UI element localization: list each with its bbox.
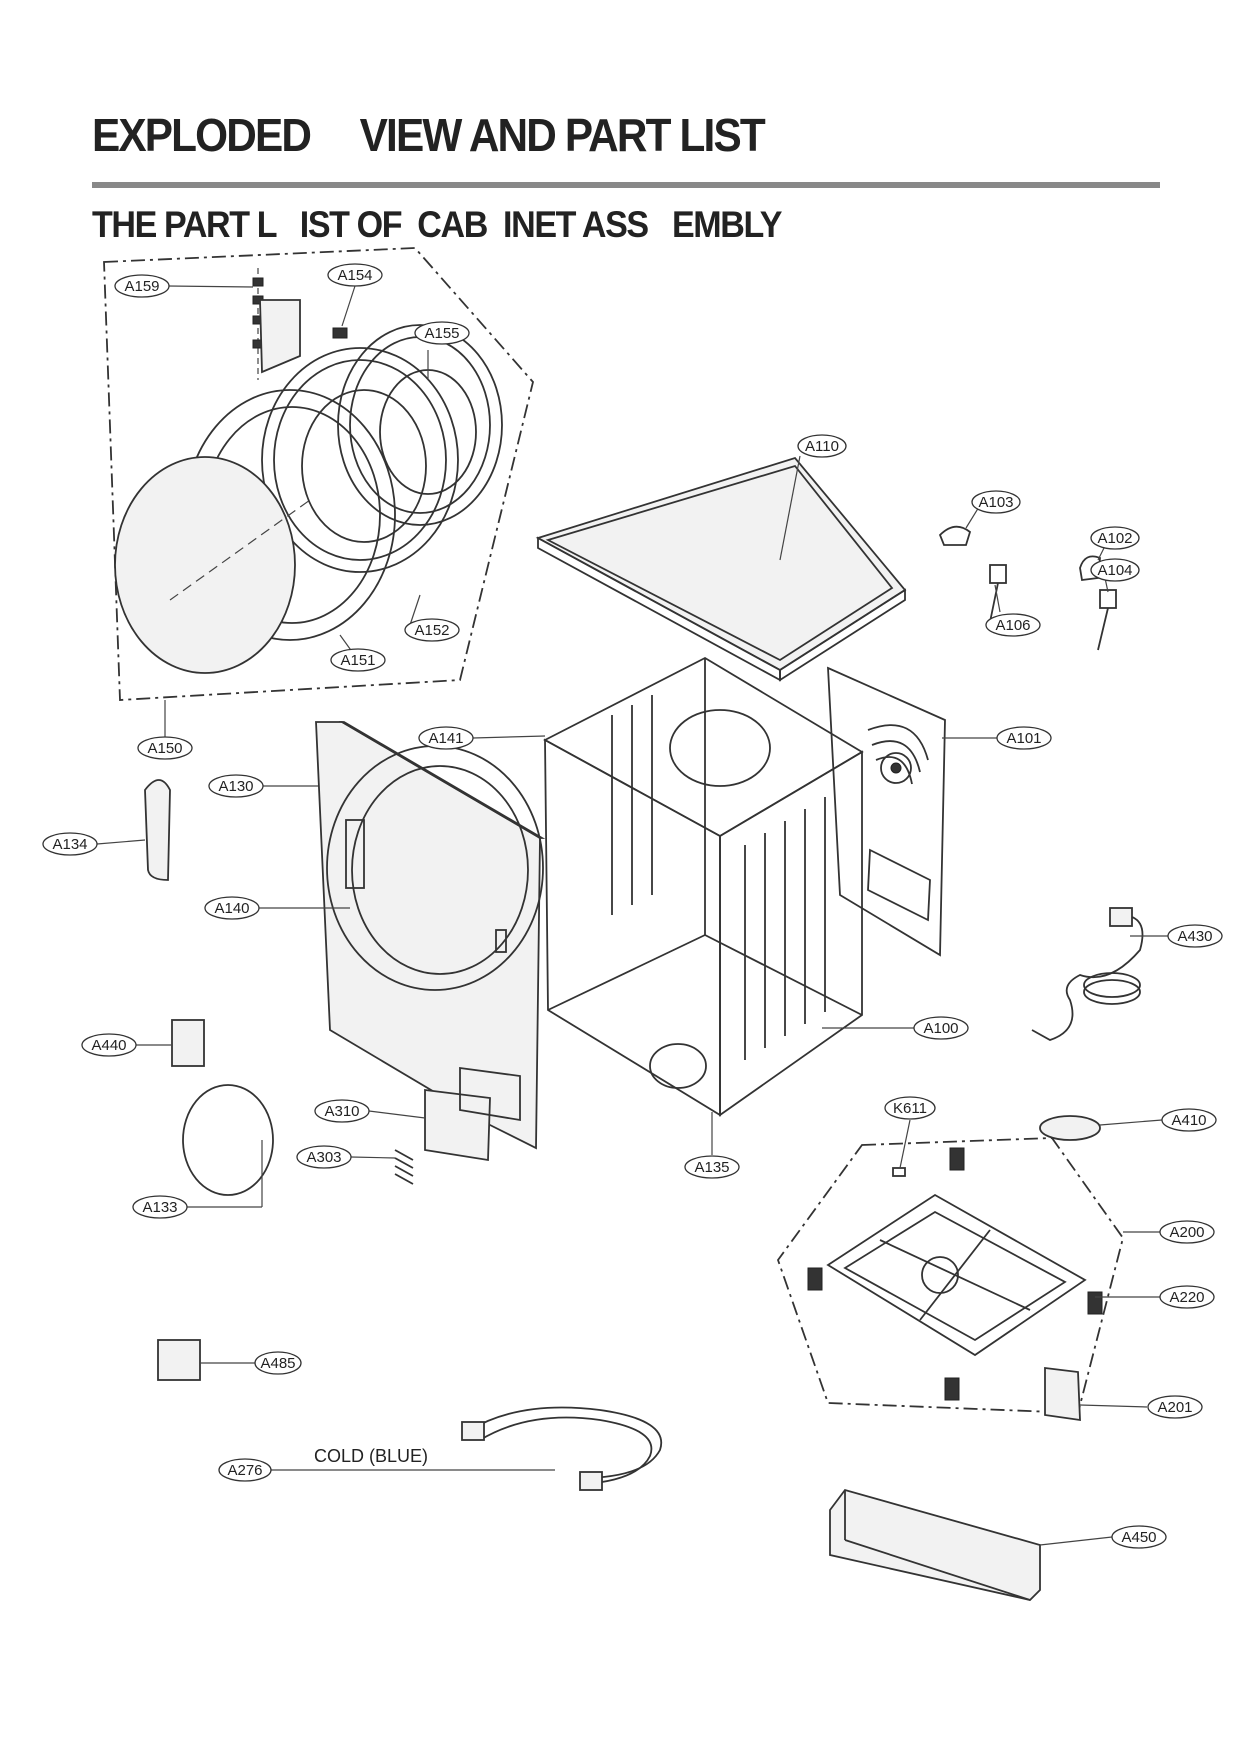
leader-lines <box>96 285 1168 1546</box>
callout-a150: A150 <box>147 740 182 757</box>
callout-a430: A430 <box>1177 928 1212 945</box>
callout-a152: A152 <box>414 622 449 639</box>
part-callout: A102 <box>1090 526 1140 550</box>
callout-a155: A155 <box>424 325 459 342</box>
front-panel <box>315 721 546 1162</box>
inlet-hose <box>461 1406 663 1491</box>
part-callout: A159 <box>114 274 170 298</box>
callout-a141: A141 <box>428 730 463 747</box>
callout-a101: A101 <box>1006 730 1041 747</box>
base-frame <box>807 1147 1103 1422</box>
callout-a134: A134 <box>52 836 87 853</box>
spring-part <box>394 1149 414 1185</box>
noise-filter <box>157 1339 201 1381</box>
callout-a130: A130 <box>218 778 253 795</box>
callout-k611: K611 <box>893 1100 927 1117</box>
callout-a103: A103 <box>978 494 1013 511</box>
part-callout: A104 <box>1090 558 1140 582</box>
callout-a200: A200 <box>1169 1224 1204 1241</box>
part-callout: K611 <box>884 1096 936 1120</box>
callout-a110: A110 <box>805 438 839 455</box>
part-callout: A103 <box>971 490 1021 514</box>
part-callout: A200 <box>1159 1220 1215 1244</box>
gasket-wire <box>182 1084 274 1196</box>
title-divider <box>92 182 1160 188</box>
callout-a102: A102 <box>1097 530 1132 547</box>
callout-a154: A154 <box>337 267 372 284</box>
part-callout: A130 <box>208 774 264 798</box>
door-lock <box>171 1019 205 1067</box>
callout-a276: A276 <box>227 1462 262 1479</box>
power-cord <box>1031 907 1144 1041</box>
part-callout: A150 <box>137 736 193 760</box>
part-callout: A134 <box>42 832 98 856</box>
pressure-switch <box>1039 1115 1101 1141</box>
cabinet-body <box>543 656 864 1117</box>
callout-a106: A106 <box>995 617 1030 634</box>
part-callout: A151 <box>330 648 386 672</box>
section-subtitle: THE PART L IST OF CAB INET ASS EMBLY <box>92 204 782 245</box>
top-plate <box>535 456 907 682</box>
part-callout: A450 <box>1111 1525 1167 1549</box>
part-callout: A220 <box>1159 1285 1215 1309</box>
callout-a440: A440 <box>91 1037 126 1054</box>
part-callout: A485 <box>254 1351 302 1375</box>
part-callout: A410 <box>1161 1108 1217 1132</box>
cold-hose-note: COLD (BLUE) <box>314 1446 428 1466</box>
part-callout: A101 <box>996 726 1052 750</box>
door-assembly <box>114 268 503 674</box>
part-callout: A276 <box>218 1458 272 1482</box>
part-callout: A303 <box>296 1145 352 1169</box>
callout-a220: A220 <box>1169 1289 1204 1306</box>
back-panel <box>827 666 946 957</box>
callout-a151: A151 <box>340 652 375 669</box>
part-callout: A154 <box>327 263 383 287</box>
part-callout: A430 <box>1167 924 1223 948</box>
callout-a450: A450 <box>1121 1529 1156 1546</box>
part-callout: A100 <box>913 1016 969 1040</box>
callout-a133: A133 <box>142 1199 177 1216</box>
page-title: EXPLODED VIEW AND PART LIST <box>92 109 766 161</box>
callout-a201: A201 <box>1157 1399 1192 1416</box>
part-callout: A110 <box>797 434 847 458</box>
part-callout: A141 <box>418 726 474 750</box>
part-callout: A201 <box>1147 1395 1203 1419</box>
callout-a485: A485 <box>260 1355 295 1372</box>
callout-a159: A159 <box>124 278 159 295</box>
part-callout: A440 <box>81 1033 137 1057</box>
part-callout: A310 <box>314 1099 370 1123</box>
callout-a135: A135 <box>694 1159 729 1176</box>
callout-a310: A310 <box>324 1103 359 1120</box>
callout-a104: A104 <box>1097 562 1132 579</box>
callout-a410: A410 <box>1171 1112 1206 1129</box>
part-callout: A140 <box>204 896 260 920</box>
door-handle <box>144 779 171 881</box>
part-callout: A133 <box>132 1195 188 1219</box>
callout-a303: A303 <box>306 1149 341 1166</box>
callout-a140: A140 <box>214 900 249 917</box>
part-callout: A106 <box>985 613 1041 637</box>
bottom-bracket <box>829 1488 1041 1601</box>
part-callout: A155 <box>414 321 470 345</box>
part-callout: A152 <box>404 618 460 642</box>
callout-a100: A100 <box>923 1020 958 1037</box>
part-callout: A135 <box>684 1155 740 1179</box>
